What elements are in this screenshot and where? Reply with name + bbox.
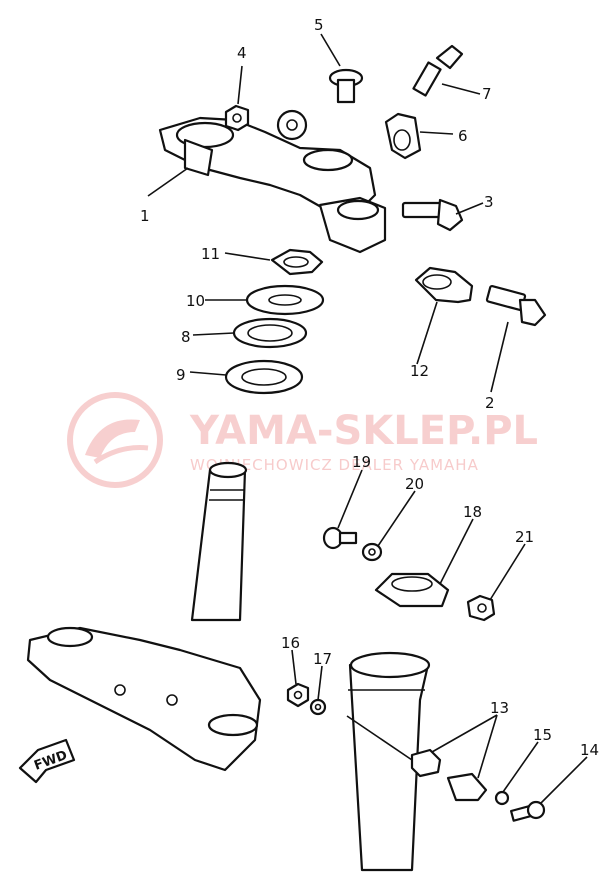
bolt-19 xyxy=(322,526,358,550)
clip-13b xyxy=(446,772,488,802)
washer-10 xyxy=(245,284,325,316)
callout-12: 12 xyxy=(410,362,429,380)
bolt-5 xyxy=(328,68,364,104)
callout-21: 21 xyxy=(515,528,534,546)
leader-lines xyxy=(147,33,588,805)
callout-10: 10 xyxy=(186,292,205,310)
steering-stem xyxy=(26,461,262,772)
callout-13: 13 xyxy=(490,699,509,717)
callout-2: 2 xyxy=(485,394,495,412)
bolt-2 xyxy=(485,284,547,327)
upper-bracket xyxy=(158,109,387,254)
callout-16: 16 xyxy=(281,634,300,652)
nut-21 xyxy=(466,594,496,622)
fork-tube xyxy=(348,651,431,872)
callout-19: 19 xyxy=(352,453,371,471)
watermark-tagline: WOJNIECHOWICZ DEALER YAMAHA xyxy=(190,456,479,474)
fwd-arrow: FWD xyxy=(18,738,76,784)
callout-labels: 1 2 3 4 5 6 7 8 9 10 11 12 13 14 15 16 1… xyxy=(140,16,599,759)
callout-7: 7 xyxy=(482,85,492,103)
callout-9: 9 xyxy=(176,366,186,384)
callout-1: 1 xyxy=(140,207,150,225)
clip-13a xyxy=(410,748,442,778)
callout-14: 14 xyxy=(580,741,599,759)
watermark-logo xyxy=(67,392,163,488)
callout-5: 5 xyxy=(314,16,324,34)
bearing-8 xyxy=(232,317,308,349)
callout-8: 8 xyxy=(181,328,191,346)
nut-16 xyxy=(286,682,310,708)
callout-20: 20 xyxy=(405,475,424,493)
clamp-12 xyxy=(414,266,474,304)
callout-17: 17 xyxy=(313,650,332,668)
washer-20 xyxy=(361,542,383,562)
bolt-3 xyxy=(401,198,464,232)
watermark-brand: YAMA-SKLEP.PL xyxy=(189,408,538,454)
holder-6 xyxy=(384,112,422,160)
callout-4: 4 xyxy=(237,44,247,62)
nut-4 xyxy=(224,104,250,132)
bolt-14 xyxy=(509,800,546,822)
callout-3: 3 xyxy=(484,193,494,211)
washer-15 xyxy=(494,790,510,806)
bearing-9 xyxy=(224,359,304,395)
nut-11 xyxy=(270,248,324,276)
callout-18: 18 xyxy=(463,503,482,521)
callout-6: 6 xyxy=(458,127,468,145)
callout-11: 11 xyxy=(201,245,220,263)
callout-15: 15 xyxy=(533,726,552,744)
bolt-7 xyxy=(412,44,464,97)
washer-17 xyxy=(309,698,327,716)
clamp-18 xyxy=(374,572,450,608)
